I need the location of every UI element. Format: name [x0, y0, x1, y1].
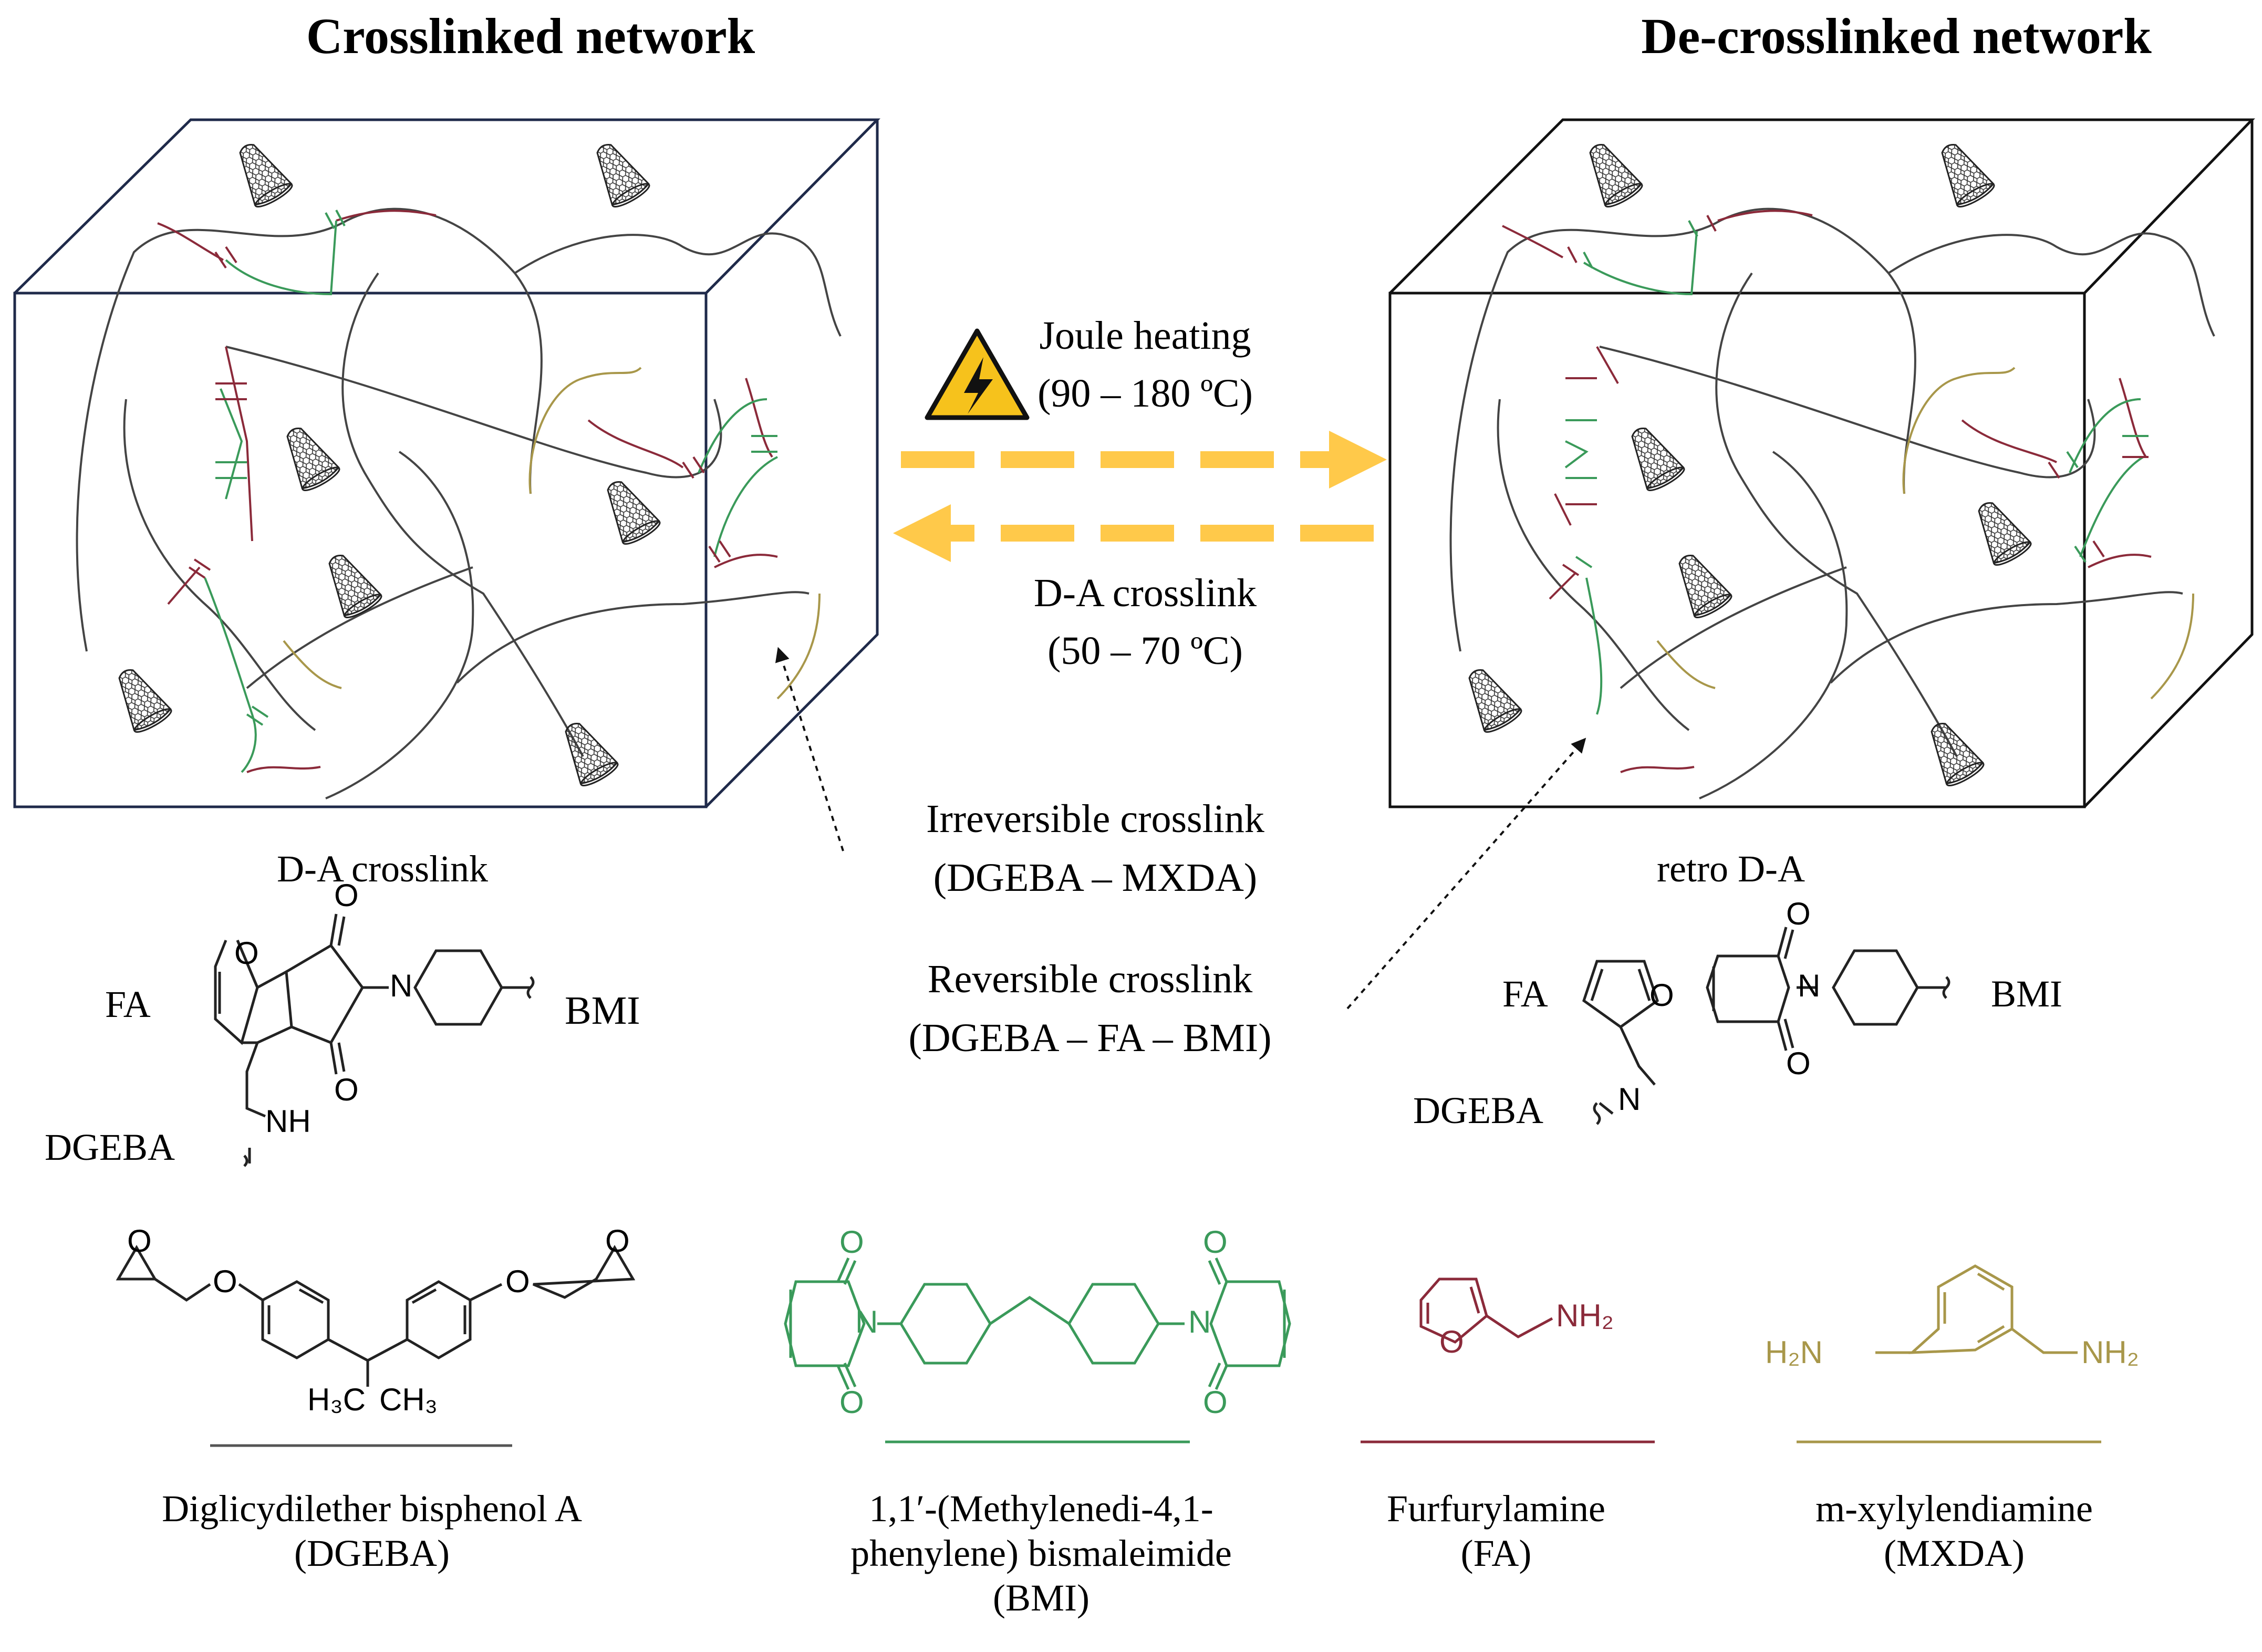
irreversible-crosslink-components: (DGEBA – MXDA): [933, 856, 1258, 900]
retro-bmi-label: BMI: [1991, 973, 2063, 1015]
retro-n-imide: N: [1798, 968, 1821, 1003]
bmi-o-4: O: [1203, 1385, 1228, 1420]
da-adduct-structure: [214, 913, 535, 1167]
retro-dgeba-label: DGEBA: [1413, 1089, 1543, 1131]
reversible-crosslink-components: (DGEBA – FA – BMI): [908, 1016, 1272, 1060]
dgeba-o-ether-left: O: [213, 1264, 237, 1299]
dgeba-structure: [116, 1245, 636, 1387]
mxda-name: m-xylylendiamine (MXDA): [1815, 1487, 2093, 1576]
fa-name: Furfurylamine (FA): [1387, 1487, 1605, 1576]
dgeba-name: Diglicydilether bisphenol A (DGEBA): [162, 1487, 582, 1576]
joule-heating-arrow: [901, 431, 1387, 489]
retro-da-structure: [1582, 927, 1950, 1125]
adduct-fa-label: FA: [105, 983, 151, 1025]
retro-n-amine: N: [1618, 1082, 1641, 1117]
adduct-o-top: O: [334, 878, 359, 913]
adduct-o-bridge: O: [234, 936, 259, 971]
irreversible-pointer: [775, 647, 844, 851]
reversible-pointer: [1346, 737, 1586, 1010]
bmi-o-2: O: [839, 1385, 864, 1420]
crosslinked-network-box: [13, 118, 880, 808]
bmi-name-line2: phenylene) bismaleimide: [850, 1532, 1232, 1574]
retro-o-furan: O: [1649, 978, 1674, 1013]
dgeba-methyl-right: CH₃: [379, 1382, 438, 1417]
mxda-name-line2: (MXDA): [1884, 1532, 2025, 1574]
left-panel-title: Crosslinked network: [306, 8, 755, 64]
retro-da-title: retro D-A: [1657, 848, 1805, 890]
adduct-bmi-label: BMI: [565, 989, 640, 1033]
bmi-o-1: O: [839, 1224, 864, 1260]
joule-heating-range: (90 – 180 ºC): [1037, 371, 1253, 415]
bmi-n-2: N: [1188, 1304, 1211, 1339]
dgeba-o-epoxide-right: O: [605, 1223, 630, 1259]
mxda-segments: [283, 367, 821, 700]
mxda-structure: [1875, 1264, 2078, 1354]
da-crosslink-arrow: [893, 504, 1374, 562]
da-crosslink-label: D-A crosslink: [1033, 571, 1257, 615]
mxda-h2n-group: H₂N: [1765, 1335, 1823, 1370]
right-panel-title: De-crosslinked network: [1641, 8, 2152, 64]
bmi-o-3: O: [1203, 1224, 1228, 1260]
retro-o-top: O: [1786, 896, 1811, 931]
adduct-nh-atom: NH: [265, 1104, 311, 1139]
mxda-nh2-group: NH₂: [2081, 1335, 2139, 1370]
adduct-n-atom: N: [390, 968, 413, 1003]
dgeba-o-ether-right: O: [505, 1264, 530, 1299]
de-crosslinked-network-box: [1388, 118, 2255, 808]
dgeba-o-epoxide-left: O: [127, 1223, 152, 1259]
retro-o-bottom: O: [1786, 1046, 1811, 1081]
mxda-name-line1: m-xylylendiamine: [1815, 1488, 2093, 1530]
bmi-n-1: N: [855, 1304, 878, 1339]
bmi-name-line3: (BMI): [993, 1576, 1090, 1619]
bmi-structure: [784, 1257, 1291, 1390]
fa-structure: [1419, 1277, 1553, 1344]
fa-name-line1: Furfurylamine: [1387, 1488, 1605, 1530]
da-crosslink-title: D-A crosslink: [277, 848, 488, 890]
bmi-segments: [204, 220, 778, 773]
high-voltage-warning-icon: [925, 328, 1030, 420]
polymer-chains: [76, 207, 842, 799]
da-crosslink-range: (50 – 70 ºC): [1047, 629, 1243, 673]
bmi-name: 1,1′-(Methylenedi-4,1- phenylene) bismal…: [850, 1487, 1232, 1620]
dgeba-name-line1: Diglicydilether bisphenol A: [162, 1488, 582, 1530]
dgeba-methyl-left: H₃C: [307, 1382, 366, 1417]
adduct-o-bottom: O: [334, 1072, 359, 1107]
fa-name-line2: (FA): [1460, 1532, 1532, 1574]
fa-nh2-group: NH₂: [1556, 1298, 1614, 1333]
fa-o-atom: O: [1439, 1324, 1464, 1359]
fa-segments: [157, 210, 778, 773]
reversible-crosslink-label: Reversible crosslink: [927, 957, 1253, 1001]
adduct-dgeba-label: DGEBA: [45, 1126, 175, 1168]
retro-fa-label: FA: [1502, 973, 1548, 1015]
joule-heating-label: Joule heating: [1039, 314, 1251, 358]
crosslink-markers: [188, 210, 777, 726]
bmi-name-line1: 1,1′-(Methylenedi-4,1-: [869, 1488, 1213, 1530]
dgeba-name-line2: (DGEBA): [294, 1532, 450, 1574]
irreversible-crosslink-label: Irreversible crosslink: [926, 797, 1264, 841]
